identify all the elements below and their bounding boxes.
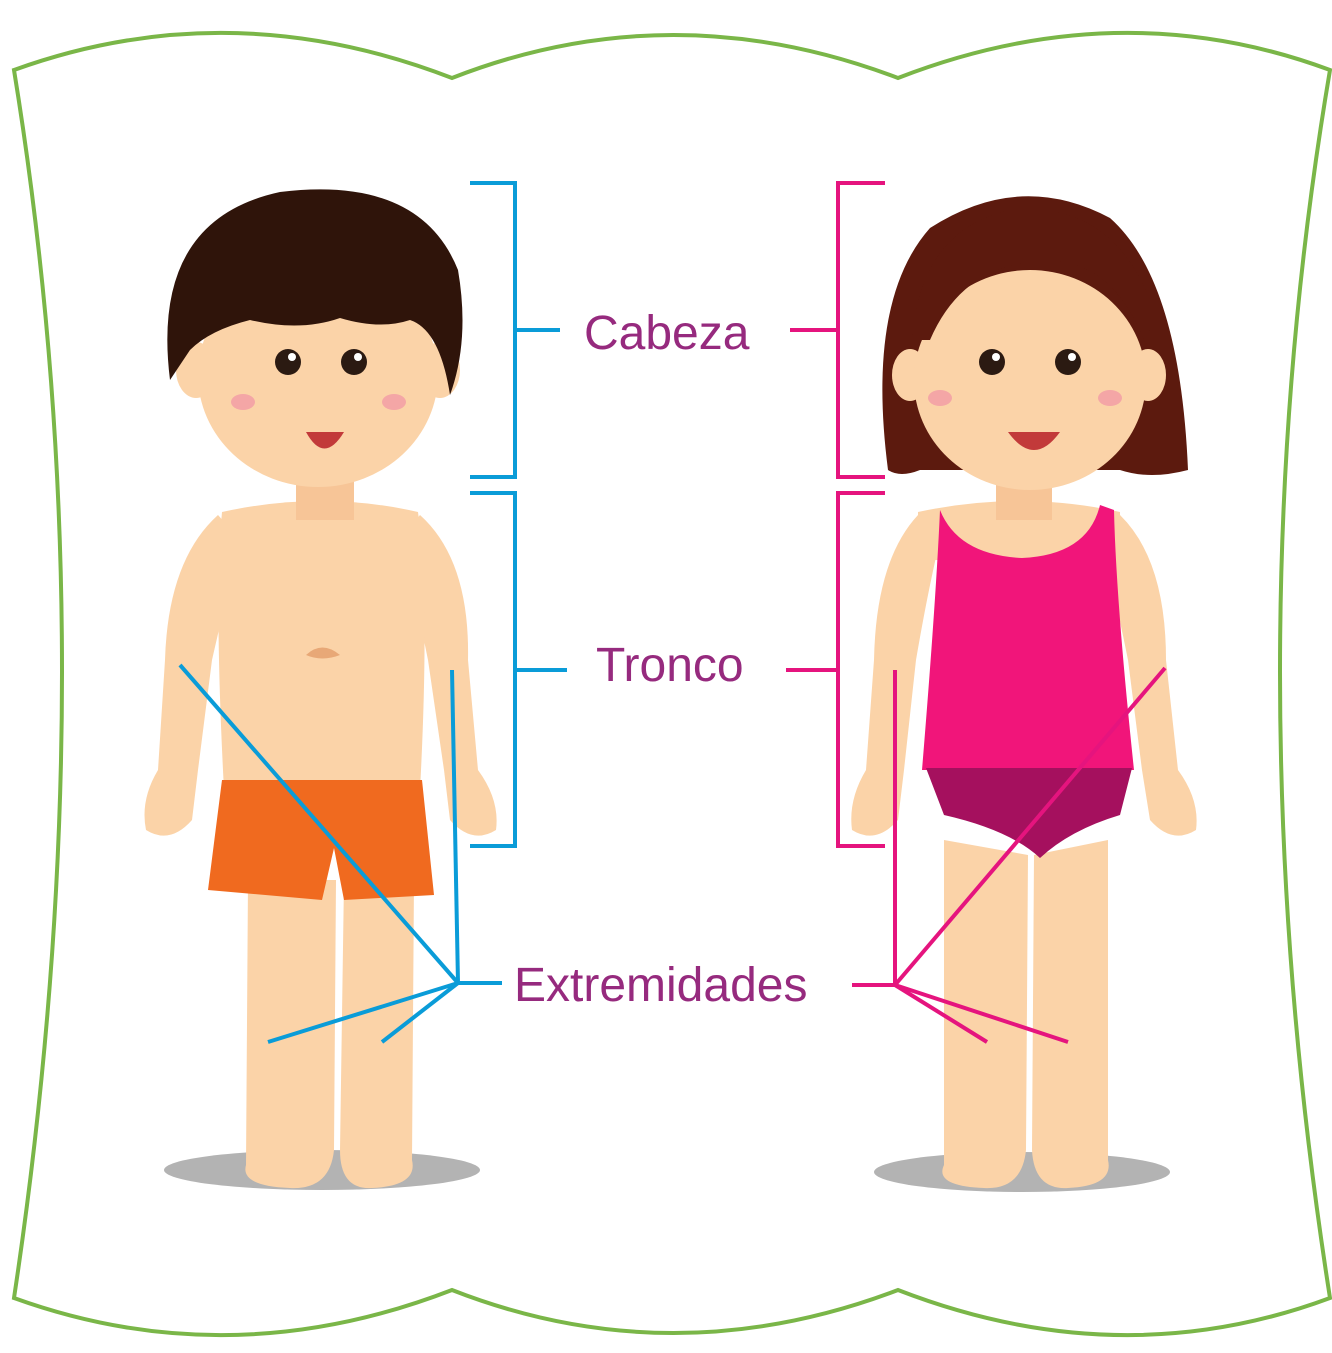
boy-left-eye-glint bbox=[288, 353, 296, 361]
boy-right-eye bbox=[341, 349, 367, 375]
head-label: Cabeza bbox=[584, 310, 749, 358]
girl-left-eye-glint bbox=[992, 353, 1000, 361]
boy-left-eye bbox=[275, 349, 301, 375]
girl-right-leg bbox=[1032, 840, 1109, 1188]
girl-left-cheek bbox=[928, 390, 952, 406]
boy-left-cheek bbox=[231, 394, 255, 410]
boy-right-leg bbox=[340, 880, 414, 1188]
boy-shorts bbox=[208, 780, 434, 900]
trunk-label: Tronco bbox=[596, 642, 744, 690]
girl-right-eye-glint bbox=[1068, 353, 1076, 361]
girl-right-eye bbox=[1055, 349, 1081, 375]
girl-left-eye bbox=[979, 349, 1005, 375]
girl-right-cheek bbox=[1098, 390, 1122, 406]
boy-right-cheek bbox=[382, 394, 406, 410]
boy-right-eye-glint bbox=[354, 353, 362, 361]
limbs-label: Extremidades bbox=[514, 962, 807, 1010]
